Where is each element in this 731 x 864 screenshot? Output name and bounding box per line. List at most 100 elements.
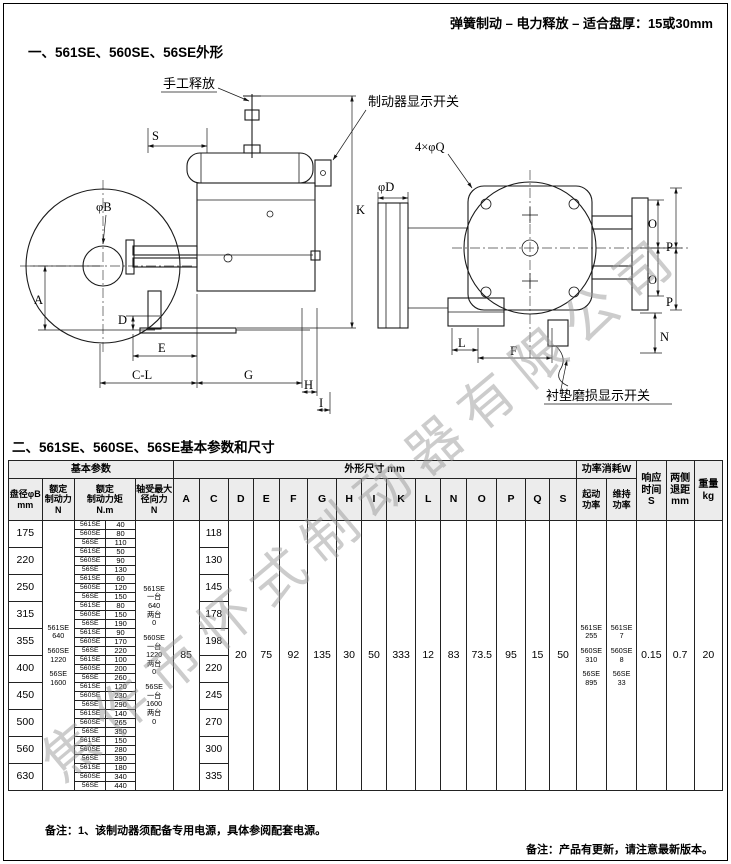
torque-value: 90 [105,628,136,638]
dim-o-lower-label: O [648,273,657,287]
disc-diameter-value: 500 [8,709,43,737]
dim-l-label: L [458,336,466,350]
model-label: 560SE [74,772,107,782]
dim-c-value: 245 [198,682,229,710]
model-label: 56SE [74,673,107,683]
dim-p-lower-label: P [666,295,673,309]
model-label: 56SE [74,646,107,656]
rated-braking-force-cell-entry: 560SE 1220 [47,645,70,664]
header-dim-p: P [496,478,526,521]
header-dim-l: L [415,478,442,521]
manual-release-label: 手工释放 [163,76,215,91]
model-label: 561SE [74,763,107,773]
dim-g-value: 135 [306,520,338,791]
model-label: 56SE [74,538,107,548]
model-label: 561SE [74,655,107,665]
side-clearance-value: 0.7 [665,520,695,791]
torque-value: 90 [105,556,136,566]
header-rated-braking-torque: 额定 制动力矩 N.m [74,478,136,521]
dim-c-value: 220 [198,655,229,683]
disc-diameter-value: 175 [8,520,43,548]
dim-c-value: 130 [198,547,229,575]
model-label: 560SE [74,637,107,647]
dim-f-label: F [510,344,517,358]
dim-k-value: 333 [385,520,417,791]
response-time-value: 0.15 [636,520,667,791]
torque-value: 350 [105,727,136,737]
right-view-parts [377,181,649,387]
torque-value: 120 [105,583,136,593]
hold-power-cell-entry: 56SE 33 [612,669,631,687]
torque-value: 220 [105,646,136,656]
dim-d-value: 20 [227,520,254,791]
torque-value: 60 [105,574,136,584]
header-outer-dims: 外形尺寸 mm [172,460,577,479]
model-label: 560SE [74,691,107,701]
technical-drawings: 手工释放 制动器显示开关 φB S K A D E C-L G H I 4×φQ… [20,76,688,414]
torque-value: 150 [105,592,136,602]
header-disc-diameter: 盘径φB mm [8,478,43,521]
phi-b-label: φB [96,200,112,214]
header-dim-s: S [549,478,577,521]
disc-diameter-value: 560 [8,736,43,764]
torque-value: 440 [105,781,136,791]
model-label: 561SE [74,547,107,557]
dim-l-value: 12 [415,520,442,791]
dim-n-label: N [660,330,669,344]
disc-diameter-value: 220 [8,547,43,575]
model-label: 56SE [74,619,107,629]
header-rated-braking-force: 额定 制动力 N [41,478,76,521]
torque-value: 80 [105,529,136,539]
dim-k-label: K [356,203,365,217]
torque-value: 40 [105,520,136,530]
dim-e-value: 75 [252,520,280,791]
dim-n-value: 83 [440,520,468,791]
centerlines [20,170,688,358]
model-label: 561SE [74,601,107,611]
dim-h-value: 30 [336,520,363,791]
dim-h-label: H [304,378,313,392]
dim-s-value: 50 [549,520,577,791]
header-max-radial-force: 轴受最大 径向力 N [134,478,174,521]
model-label: 561SE [74,574,107,584]
dim-g-label: G [244,368,253,382]
dim-c-value: 300 [198,736,229,764]
dim-i-label: I [319,396,323,410]
header-dim-d: D [227,478,254,521]
page-header-note: 弹簧制动 – 电力释放 – 适合盘厚：15或30mm [450,16,713,31]
dim-s-label: S [152,129,159,143]
torque-value: 180 [105,763,136,773]
disc-diameter-value: 355 [8,628,43,656]
torque-value: 170 [105,637,136,647]
dim-o-value: 73.5 [466,520,498,791]
dim-q-value: 15 [524,520,551,791]
model-label: 561SE [74,736,107,746]
dim-cl-label: C-L [132,368,152,382]
header-start-power: 起动 功率 [575,478,607,521]
dim-c-value: 198 [198,628,229,656]
max-radial-force-cell-entry: 560SE 一台 1220 两台 0 [143,632,165,677]
section2-title: 二、561SE、560SE、56SE基本参数和尺寸 [12,440,275,455]
header-dim-o: O [466,478,498,521]
torque-value: 110 [105,538,136,548]
header-basic-params: 基本参数 [8,460,174,479]
weight-value: 20 [693,520,724,791]
header-dim-i: I [361,478,387,521]
header-hold-power: 维持 功率 [605,478,638,521]
header-dim-k: K [385,478,417,521]
dim-c-value: 178 [198,601,229,629]
phi-d-label: φD [378,180,394,194]
torque-value: 340 [105,772,136,782]
right-view-dimensions [377,153,682,405]
dim-c-value: 335 [198,763,229,791]
